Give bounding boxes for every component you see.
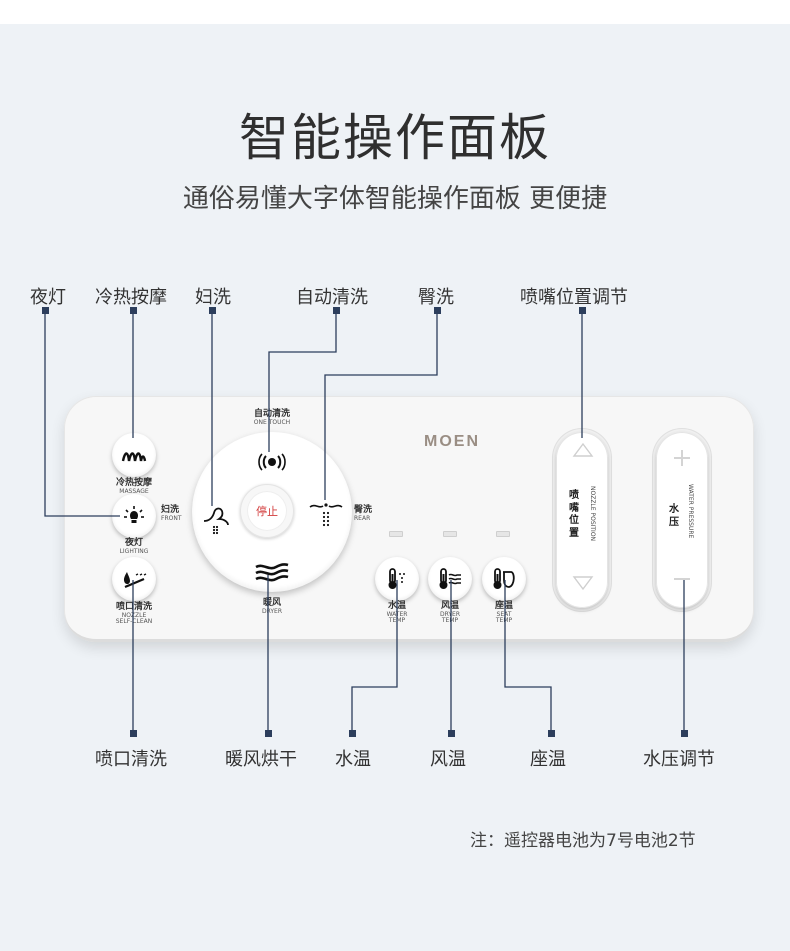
seat-temp-button[interactable] (482, 557, 526, 601)
nozzle-clean-icon (123, 572, 147, 589)
one-touch-button[interactable] (254, 450, 290, 474)
dryer-temp-caption: 风温 DRYER TEMP (439, 601, 461, 625)
rear-caption: 臀洗 REAR (354, 505, 373, 522)
rear-wash-icon (309, 503, 343, 527)
seat-temp-led (496, 531, 510, 537)
seat-temp-caption: 座温 SEAT TEMP (494, 601, 513, 625)
water-pressure-label-en: WATER PRESSURE (687, 484, 694, 539)
front-wash-icon (203, 507, 229, 535)
callout-front-wash: 妇洗 (195, 287, 231, 308)
massage-button[interactable] (112, 433, 156, 477)
nozzle-down-arrow-icon[interactable] (572, 574, 594, 592)
dryer-temp-icon (439, 568, 461, 589)
callout-seat-temp: 座温 (530, 749, 566, 770)
callout-auto-clean: 自动清洗 (296, 287, 368, 308)
water-pressure-label-cn: 水 压 (669, 504, 679, 528)
dryer-icon (255, 563, 289, 582)
nozzle-position-rocker[interactable] (556, 432, 608, 608)
minus-icon[interactable] (671, 568, 693, 590)
front-caption: 妇洗 FRONT (161, 505, 182, 522)
dryer-button[interactable] (252, 560, 292, 584)
massage-waves-icon (121, 452, 147, 462)
nozzle-position-label-en: NOZZLE POSITION (589, 486, 596, 542)
one-touch-caption: 自动清洗 ONE TOUCH (253, 409, 291, 426)
nozzle-clean-button[interactable] (112, 557, 156, 601)
callout-night-light: 夜灯 (30, 287, 66, 308)
page-title: 智能操作面板 (239, 109, 551, 167)
callout-rear-wash: 臀洗 (418, 287, 454, 308)
plus-icon[interactable] (671, 447, 693, 469)
self-clean-caption: 喷口清洗 NOZZLE SELF-CLEAN (115, 602, 153, 626)
callout-dryer-temp: 风温 (430, 749, 466, 770)
one-touch-icon (258, 453, 286, 471)
massage-caption: 冷热按摩 MASSAGE (115, 478, 152, 495)
callout-warm-dryer: 暖风烘干 (225, 749, 297, 770)
rear-wash-button[interactable] (306, 500, 346, 532)
water-temp-led (389, 531, 403, 537)
battery-note: 注：遥控器电池为7号电池2节 (470, 831, 696, 851)
callout-water-pressure: 水压调节 (643, 749, 715, 770)
night-light-icon (124, 506, 144, 523)
dryer-temp-led (443, 531, 457, 537)
top-strip (0, 0, 790, 24)
callout-nozzle-position: 喷嘴位置调节 (520, 287, 628, 308)
night-light-button[interactable] (112, 494, 156, 538)
page-subtitle: 通俗易懂大字体智能操作面板 更便捷 (182, 184, 608, 214)
front-wash-button[interactable] (198, 494, 234, 536)
brand-logo: MOEN (424, 433, 480, 450)
nozzle-position-label-cn: 喷 嘴 位 置 (569, 490, 579, 539)
callout-nozzle-clean: 喷口清洗 (95, 749, 167, 770)
seat-temp-icon (493, 568, 515, 589)
water-temp-caption: 水温 WATER TEMP (386, 601, 408, 625)
lighting-caption: 夜灯 LIGHTING (119, 538, 149, 555)
nozzle-up-arrow-icon[interactable] (572, 441, 594, 459)
water-temp-button[interactable] (375, 557, 419, 601)
callout-massage: 冷热按摩 (95, 287, 167, 308)
callout-water-temp: 水温 (335, 749, 371, 770)
stop-button[interactable]: 停止 (240, 484, 294, 538)
water-temp-icon (388, 568, 405, 589)
dryer-temp-button[interactable] (428, 557, 472, 601)
stop-icon: 停止 (247, 491, 287, 531)
dryer-caption: 暖风 DRYER (261, 598, 283, 615)
